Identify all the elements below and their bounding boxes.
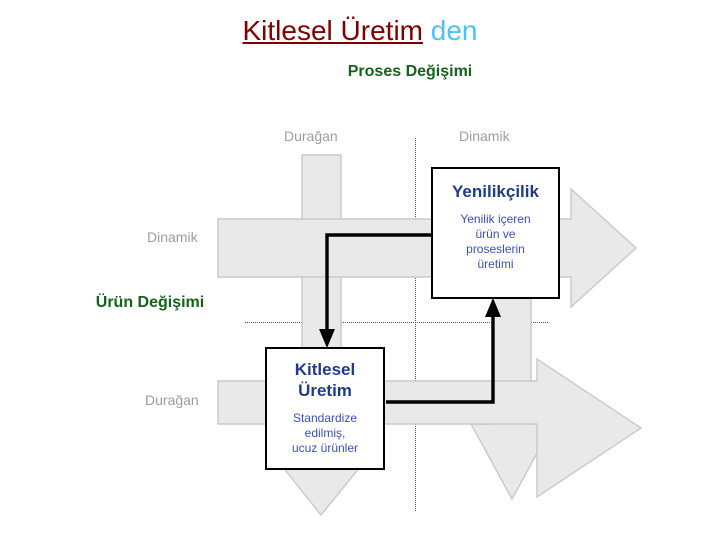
page-title-main: Kitlesel Üretim (242, 15, 423, 46)
concept-box-kitlesel-title: Kitlesel Üretim (294, 360, 356, 400)
page-title-suffix: den (422, 15, 478, 46)
concept-box-kitlesel[interactable]: Kitlesel Üretim Standardize edilmiş, ucu… (265, 347, 385, 470)
concept-box-yenilikcilik-title: Yenilikçilik (452, 182, 539, 201)
concept-box-kitlesel-body: Standardize edilmiş, ucuz ürünler (291, 411, 359, 455)
product-axis-caption: Ürün Değişimi (95, 294, 205, 311)
process-axis-low-label: Durağan (284, 128, 338, 144)
horizontal-quadrant-guide (245, 322, 548, 323)
process-axis-caption: Proses Değişimi (347, 63, 473, 80)
product-axis-high-label: Dinamik (147, 229, 198, 245)
connector-yenilikcilik-to-kitlesel (325, 233, 431, 338)
concept-box-yenilikcilik[interactable]: Yenilikçilik Yenilik içeren ürün ve pros… (431, 167, 560, 299)
arrowhead-down-to-kitlesel (319, 329, 335, 348)
block-arrow-right-upper (217, 187, 638, 309)
page-title: Kitlesel Üretim den (0, 14, 720, 48)
vertical-quadrant-guide (415, 138, 416, 511)
arrowhead-up-to-yenilikcilik (485, 298, 501, 317)
connector-kitlesel-to-yenilikcilik (386, 310, 495, 404)
concept-box-yenilikcilik-body: Yenilik içeren ürün ve proseslerin üreti… (460, 212, 531, 271)
process-axis-high-label: Dinamik (459, 128, 510, 144)
product-axis-low-label: Durağan (145, 392, 199, 408)
